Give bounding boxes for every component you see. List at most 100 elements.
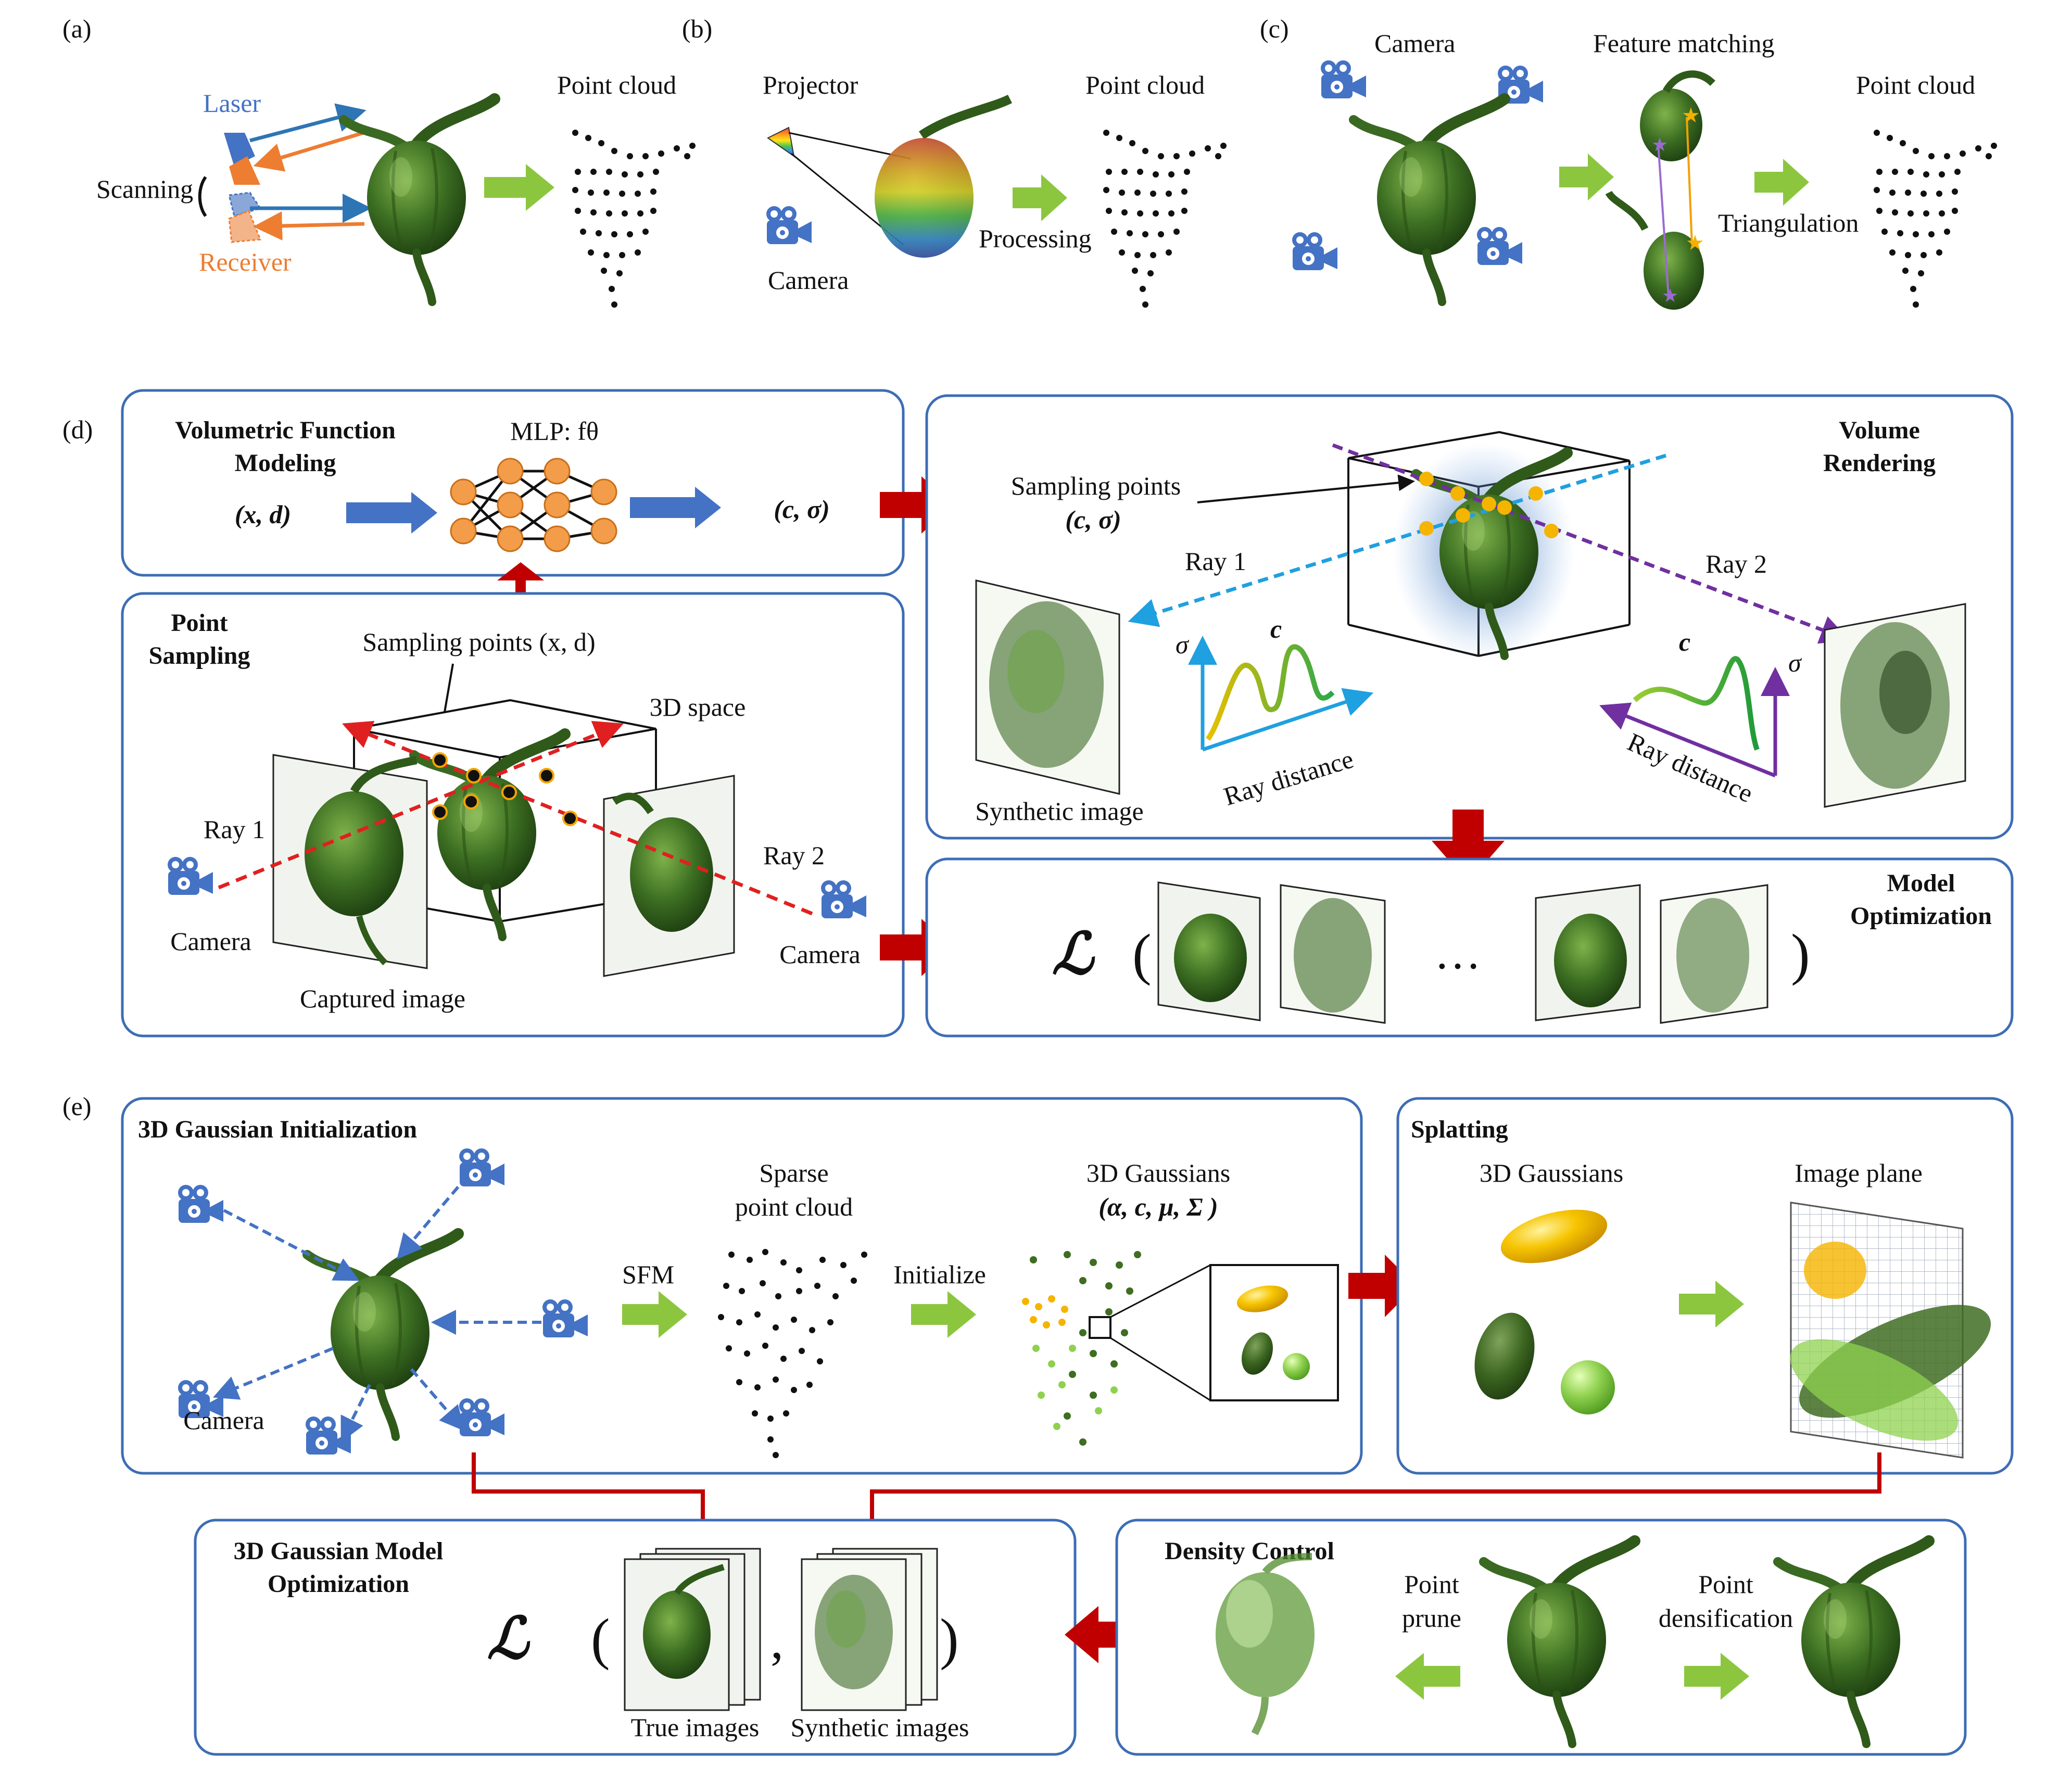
gaussians-params: (α, c, μ, Σ ) <box>1098 1192 1218 1221</box>
zoom-box <box>1089 1316 1111 1339</box>
initialize-arrow <box>911 1291 976 1338</box>
panel-d: (d) Volumetric Function Modeling (x, d) … <box>62 389 2014 1038</box>
ps-ray2-label: Ray 2 <box>763 841 825 870</box>
gopt-loss-symbol: ℒ <box>487 1607 530 1671</box>
mo-close-paren: ) <box>1791 922 1810 986</box>
splat-title: Splatting <box>1411 1116 1508 1143</box>
point-cloud-c <box>1874 130 1997 308</box>
init-box <box>121 1097 1363 1475</box>
vr-plot-1 <box>1188 636 1374 752</box>
prune-label-1: Point <box>1404 1570 1459 1599</box>
vr-synthetic-right <box>1824 603 1966 808</box>
return-beam-2 <box>253 211 365 241</box>
mo-open-paren: ( <box>1132 922 1152 986</box>
panel-d-tag: (d) <box>62 415 93 444</box>
panel-e: (e) 3D Gaussian Initialization Camera SF… <box>62 1092 2014 1756</box>
red-arrow-up <box>497 562 544 599</box>
blue-arrow-in <box>346 492 437 534</box>
splat-gaussian-dark <box>1474 1312 1535 1400</box>
ray-1-line <box>218 720 624 890</box>
gopt-close-paren: ) <box>940 1607 959 1671</box>
vr-ray1-label: Ray 1 <box>1185 547 1246 576</box>
zoom-line-top <box>1110 1264 1211 1318</box>
processing-label: Processing <box>979 224 1092 253</box>
densification-label-1: Point <box>1698 1570 1753 1599</box>
init-camera-label: Camera <box>183 1406 264 1435</box>
vr-sampling-label-1: Sampling points <box>1011 471 1181 500</box>
feature-match-views: ★ ★ ★ ★ <box>1605 70 1715 310</box>
ps-sample-points <box>432 752 578 826</box>
red-arrow-down-vr <box>1432 810 1505 882</box>
inset-gaussian-yellow <box>1236 1285 1288 1312</box>
panel-c: (c) Camera Feature matching ★ ★ ★ ★ Tria… <box>1260 14 1997 310</box>
sparse-label-1: Sparse <box>759 1158 828 1187</box>
vr-sigma-2: σ <box>1788 648 1802 677</box>
ps-right-image <box>603 775 735 977</box>
gopt-comma: , <box>770 1612 784 1670</box>
vr-title-2: Rendering <box>1823 449 1936 477</box>
zoom-inset <box>1209 1264 1339 1401</box>
point-cloud-label-b: Point cloud <box>1085 70 1205 99</box>
prune-label-2: prune <box>1402 1603 1461 1633</box>
feature-matching-label: Feature matching <box>1593 29 1775 58</box>
red-arrow-to-gopt <box>1065 1606 1140 1663</box>
inset-gaussian-dark <box>1242 1332 1273 1375</box>
return-beam-1 <box>253 128 373 172</box>
vr-ray2-label: Ray 2 <box>1705 549 1767 578</box>
panel-a: (a) Laser Scanning Receiver Point cloud <box>62 14 696 308</box>
mlp-nodes <box>450 458 617 552</box>
gaussian-point-cloud <box>1022 1251 1141 1446</box>
scanning-arc <box>198 176 207 217</box>
panel-c-tag: (c) <box>1260 14 1289 43</box>
gopt-title-1: 3D Gaussian Model <box>234 1537 444 1565</box>
point-cloud-label-a: Point cloud <box>557 70 676 99</box>
ps-sampling-label: Sampling points (x, d) <box>362 627 595 656</box>
mlp-label: MLP: fθ <box>510 416 599 446</box>
green-arrow-a <box>484 164 554 211</box>
laser-label: Laser <box>203 88 261 118</box>
vr-plot-2 <box>1599 656 1790 778</box>
pepper-image-c <box>1354 99 1505 302</box>
inset-gaussian-light <box>1283 1353 1310 1380</box>
mo-loss-symbol: ℒ <box>1052 922 1095 986</box>
ps-ray1-label: Ray 1 <box>204 815 265 844</box>
camera-label-c: Camera <box>1374 29 1455 58</box>
true-images-label: True images <box>631 1713 760 1742</box>
mo-image-3 <box>1535 884 1641 1021</box>
vr-sample-points <box>1419 472 1559 538</box>
panel-b: (b) Projector Camera Processing Point cl… <box>682 14 1227 308</box>
zoom-line-bottom <box>1110 1337 1211 1401</box>
projector-label: Projector <box>763 70 858 99</box>
pepper-structured-light <box>875 94 1013 258</box>
vfm-output: (c, σ) <box>774 495 829 524</box>
point-cloud-label-c: Point cloud <box>1856 70 1975 99</box>
splat-gaussian-light <box>1561 1360 1615 1414</box>
sfm-arrow <box>622 1291 687 1338</box>
captured-image-label: Captured image <box>300 984 465 1013</box>
camera-icon-c3 <box>1292 232 1337 270</box>
vr-sigma-1: σ <box>1176 630 1190 659</box>
camera-icon-c4 <box>1477 227 1522 265</box>
ray-2-line <box>342 720 813 916</box>
vfm-title-1: Volumetric Function <box>175 416 396 444</box>
true-images-stack <box>624 1548 761 1711</box>
splat-gaussian-yellow <box>1500 1209 1608 1263</box>
receiver-label: Receiver <box>199 247 292 276</box>
svg-text:★: ★ <box>1686 231 1704 255</box>
pruned-pepper <box>1216 1553 1315 1736</box>
image-plane-label: Image plane <box>1795 1158 1923 1187</box>
camera-icon-b <box>766 206 812 244</box>
mo-image-2 <box>1280 884 1386 1024</box>
init-title: 3D Gaussian Initialization <box>138 1116 417 1143</box>
panel-e-tag: (e) <box>62 1092 92 1121</box>
green-arrow-c1 <box>1559 154 1614 200</box>
vfm-input: (x, d) <box>235 500 291 529</box>
camera-label-b: Camera <box>768 266 849 295</box>
vr-sampling-pointer <box>1197 474 1415 503</box>
camera-icon-c1 <box>1321 60 1366 98</box>
init-camera-rays <box>212 1186 541 1443</box>
vfm-title-2: Modeling <box>235 449 336 477</box>
synthetic-images-label: Synthetic images <box>791 1713 969 1742</box>
image-plane <box>1790 1202 1991 1459</box>
